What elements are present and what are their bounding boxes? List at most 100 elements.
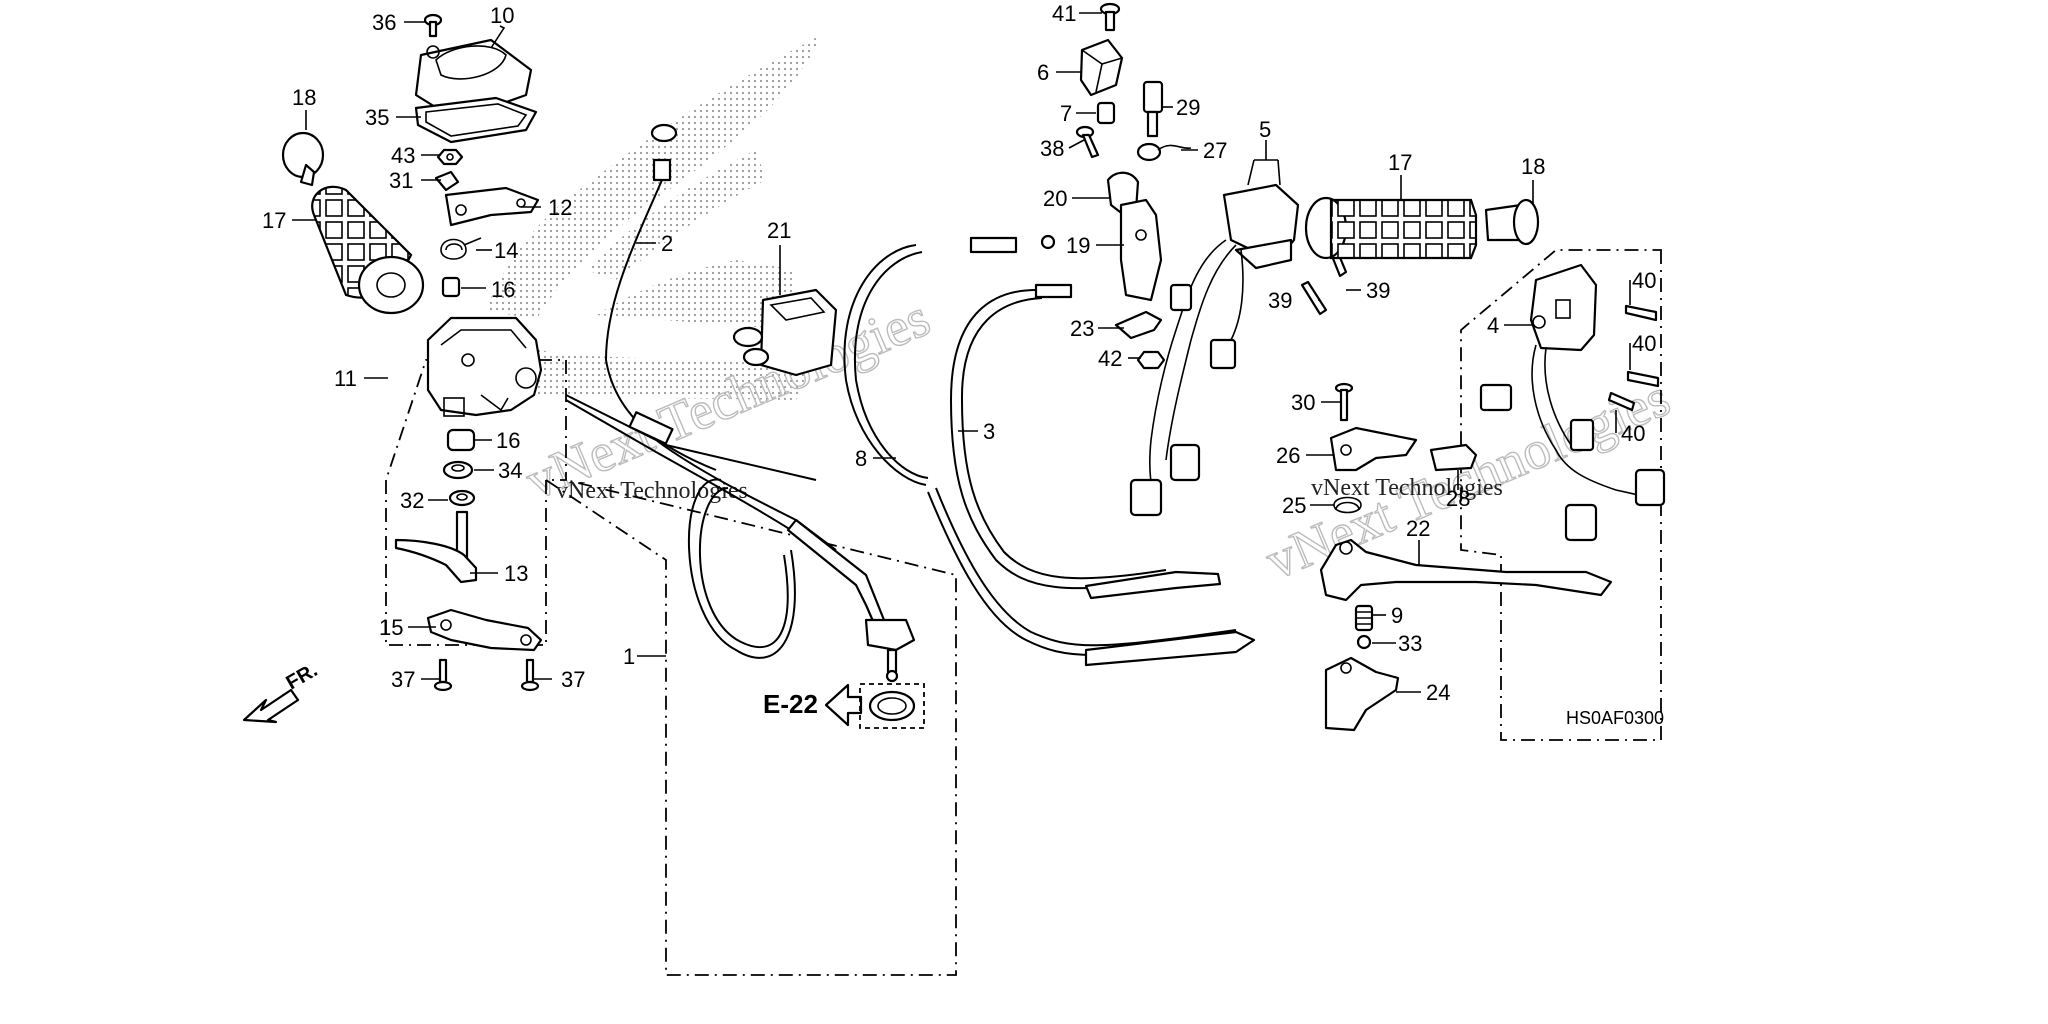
callout-36: 36 xyxy=(372,10,396,35)
callout-25: 25 xyxy=(1282,493,1306,518)
part-cap-21 xyxy=(732,288,838,377)
group-boxes xyxy=(385,249,1662,976)
callout-40-bottom: 40 xyxy=(1621,421,1645,446)
group-box-cable-1 xyxy=(545,479,957,976)
callout-13: 13 xyxy=(504,561,528,586)
group-box-throttle-housing xyxy=(385,359,567,646)
part-cap-16-top xyxy=(441,276,461,298)
part-seal-34 xyxy=(442,460,474,480)
callout-21: 21 xyxy=(767,218,791,243)
part-block-7 xyxy=(1096,101,1116,125)
part-choke-cable-2 xyxy=(604,123,717,471)
callout-18-left: 18 xyxy=(292,85,316,110)
parts-diagram: vNext Technologies vNext Technologies vN… xyxy=(236,0,1812,1024)
part-clip-31 xyxy=(434,170,460,192)
callout-16-top: 16 xyxy=(491,277,515,302)
callout-17-left: 17 xyxy=(262,208,286,233)
callout-33: 33 xyxy=(1398,631,1422,656)
reference-e22: E-22 xyxy=(763,683,925,729)
callout-40-top: 40 xyxy=(1632,268,1656,293)
part-bracket-15 xyxy=(426,608,543,652)
watermark-small-right: vNext Technologies xyxy=(1311,475,1503,501)
part-bolt-38 xyxy=(1075,125,1100,159)
part-bracket-26 xyxy=(1329,426,1418,472)
part-bushing-16-lower xyxy=(446,428,476,452)
part-spring-25 xyxy=(1333,496,1362,514)
part-plate-12 xyxy=(444,186,540,227)
part-spring-9 xyxy=(1354,604,1374,632)
part-gasket-35 xyxy=(414,96,538,144)
part-brake-cable-8 xyxy=(843,234,1256,667)
part-relay-6 xyxy=(1079,38,1124,97)
callout-15: 15 xyxy=(379,615,403,640)
part-screws-40 xyxy=(1607,304,1660,412)
part-grip-17-right xyxy=(1304,196,1478,260)
callout-43: 43 xyxy=(391,143,415,168)
callout-37-left: 37 xyxy=(391,667,415,692)
callout-30: 30 xyxy=(1291,390,1315,415)
callout-20: 20 xyxy=(1043,186,1067,211)
callout-9: 9 xyxy=(1391,603,1403,628)
part-grip-end-18-left xyxy=(281,131,325,187)
group-box-switch-4 xyxy=(1460,249,1662,741)
callout-23: 23 xyxy=(1070,316,1094,341)
part-grip-17-left xyxy=(311,185,425,315)
callout-32: 32 xyxy=(400,488,424,513)
callout-22: 22 xyxy=(1406,516,1430,541)
drawing-code: HS0AF0300 xyxy=(1566,708,1664,728)
part-bracket-24 xyxy=(1324,656,1400,732)
callout-39-right: 39 xyxy=(1366,278,1390,303)
part-throttle-cable-1 xyxy=(565,394,916,683)
callout-31: 31 xyxy=(389,168,413,193)
part-throttle-housing-11 xyxy=(426,316,543,417)
part-cover-28 xyxy=(1429,443,1478,472)
callout-37-right: 37 xyxy=(561,667,585,692)
callout-6: 6 xyxy=(1037,60,1049,85)
callout-29: 29 xyxy=(1176,95,1200,120)
callout-16-lower: 16 xyxy=(496,428,520,453)
callout-3: 3 xyxy=(983,419,995,444)
callout-4: 4 xyxy=(1487,313,1499,338)
part-washer-32 xyxy=(448,489,476,507)
callout-35: 35 xyxy=(365,105,389,130)
callout-26: 26 xyxy=(1276,443,1300,468)
callout-19: 19 xyxy=(1066,233,1090,258)
callout-1: 1 xyxy=(623,644,635,669)
watermark-small-left: vNext Technologies xyxy=(556,478,748,504)
callout-17-right: 17 xyxy=(1388,150,1412,175)
part-brake-cable-3 xyxy=(949,283,1222,600)
part-screws-37 xyxy=(433,658,540,692)
callout-18-right: 18 xyxy=(1521,154,1545,179)
callout-27: 27 xyxy=(1203,138,1227,163)
callout-24: 24 xyxy=(1426,680,1450,705)
callout-38: 38 xyxy=(1040,136,1064,161)
diagram-canvas: vNext Technologies vNext Technologies vN… xyxy=(242,1,1679,976)
callout-11: 11 xyxy=(334,366,357,391)
callout-5: 5 xyxy=(1259,117,1271,142)
callout-10: 10 xyxy=(490,3,514,28)
callout-8: 8 xyxy=(855,446,867,471)
part-screw-36 xyxy=(423,13,443,38)
part-nut-42 xyxy=(1136,350,1166,370)
part-bracket-19 xyxy=(1119,198,1163,302)
callout-39-left: 39 xyxy=(1268,288,1292,313)
callouts: 36 10 18 35 43 31 1 2 17 14 16 11 16 3 4 3… xyxy=(262,1,1656,705)
part-throttle-lever-13 xyxy=(394,510,478,584)
part-bolt-29 xyxy=(1142,80,1164,138)
part-screw-41 xyxy=(1099,2,1121,32)
callout-14: 14 xyxy=(494,238,518,263)
part-clip-27 xyxy=(1136,142,1192,162)
part-lever-22 xyxy=(1319,538,1613,602)
reference-e22-label: E-22 xyxy=(763,689,818,719)
callout-7: 7 xyxy=(1060,101,1072,126)
front-arrow: FR. xyxy=(242,659,321,724)
leader-lines xyxy=(292,12,1631,693)
callout-42: 42 xyxy=(1098,346,1122,371)
part-washer-33 xyxy=(1356,634,1372,650)
part-grip-end-18-right xyxy=(1484,198,1540,246)
callout-28: 28 xyxy=(1446,486,1470,511)
callout-2: 2 xyxy=(661,231,673,256)
callout-40-mid: 40 xyxy=(1632,331,1656,356)
callout-41: 41 xyxy=(1052,1,1076,26)
part-switch-assembly-5 xyxy=(1129,183,1300,517)
